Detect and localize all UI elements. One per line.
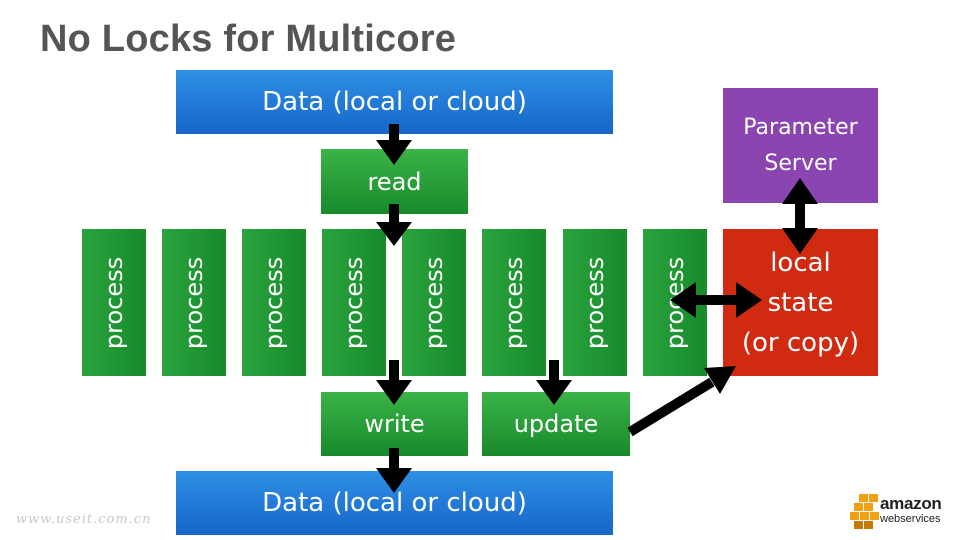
logo-word: amazon [880, 494, 942, 513]
local-state-label: local state (or copy) [741, 247, 860, 358]
aws-cube-icon [850, 494, 879, 529]
process-label: process [420, 256, 448, 349]
process-column: process [162, 229, 226, 376]
process-column: process [402, 229, 466, 376]
update-box: update [482, 392, 630, 456]
process-label: process [340, 256, 368, 349]
amazon-web-services-logo: amazon webservices [850, 492, 950, 532]
process-label: process [500, 256, 528, 349]
process-label: process [260, 256, 288, 349]
process-label: process [100, 256, 128, 349]
data-bottom-box: Data (local or cloud) [176, 471, 613, 535]
logo-subword: webservices [880, 513, 941, 525]
process-label: process [581, 256, 609, 349]
process-column: process [82, 229, 146, 376]
process-column: process [242, 229, 306, 376]
data-top-box: Data (local or cloud) [176, 70, 613, 134]
process-label: process [180, 256, 208, 349]
data-top-label: Data (local or cloud) [262, 87, 527, 117]
write-box: write [321, 392, 468, 456]
watermark-text: www.useit.com.cn [16, 512, 152, 527]
read-label: read [367, 167, 422, 196]
slide-title: No Locks for Multicore [40, 18, 457, 60]
data-bottom-label: Data (local or cloud) [262, 488, 527, 518]
update-label: update [513, 410, 599, 438]
parameter-server-box: Parameter Server [723, 88, 878, 203]
process-column: process [322, 229, 386, 376]
read-box: read [321, 149, 468, 214]
parameter-server-label: Parameter Server [743, 114, 858, 176]
process-column: process [482, 229, 546, 376]
process-column: process [563, 229, 627, 376]
write-label: write [364, 410, 425, 438]
local-state-box: local state (or copy) [723, 229, 878, 376]
process-label: process [661, 256, 689, 349]
process-column: process [643, 229, 707, 376]
